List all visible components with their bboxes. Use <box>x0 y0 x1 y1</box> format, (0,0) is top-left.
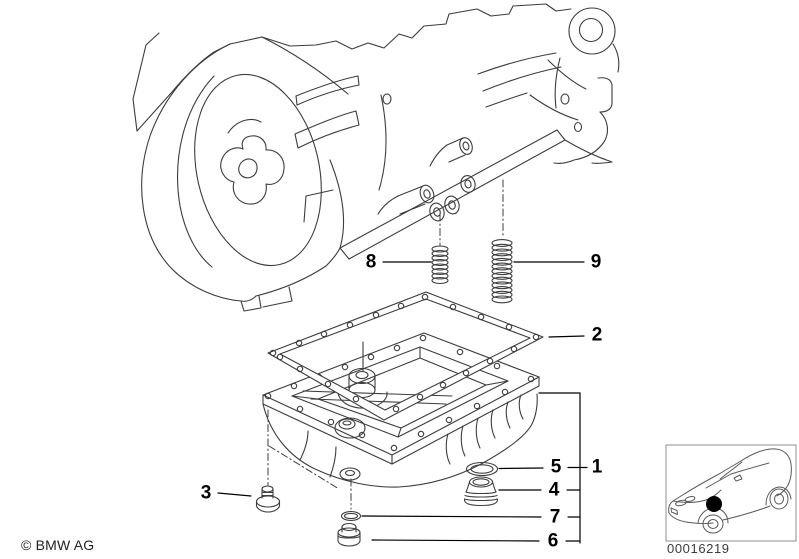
gasket-inner-edge <box>279 298 531 411</box>
callout-2[interactable]: 2 <box>591 324 603 346</box>
callout-3[interactable]: 3 <box>200 482 212 504</box>
converter-face <box>194 73 322 267</box>
spring-9-illustration <box>491 239 513 304</box>
copyright-text: © BMW AG <box>21 537 95 553</box>
callout-8[interactable]: 8 <box>365 251 377 273</box>
leader-7 <box>361 515 542 518</box>
leader-6 <box>371 539 540 542</box>
leader-5 <box>498 467 544 470</box>
axis-lines <box>267 179 504 510</box>
converter-hub <box>220 135 285 205</box>
gasket-bolt-holes <box>269 293 540 413</box>
oil-pan-bolt-holes <box>264 334 535 452</box>
o-ring-5-illustration <box>465 461 499 477</box>
callout-1[interactable]: 1 <box>591 456 603 478</box>
oil-pan-illustration <box>262 332 540 488</box>
bolt-3-illustration <box>255 485 281 513</box>
leader-lines <box>217 261 588 544</box>
callout-5[interactable]: 5 <box>550 456 562 478</box>
spring-8-illustration <box>431 245 449 285</box>
plug-6-illustration <box>337 522 361 547</box>
car-inset <box>665 444 797 542</box>
bracket-1 <box>538 392 581 544</box>
image-code: 00016219 <box>667 541 730 556</box>
callout-9[interactable]: 9 <box>590 251 602 273</box>
car-location-dot <box>706 496 722 512</box>
oil-pan-body <box>262 393 538 488</box>
car-inset-border <box>665 444 797 542</box>
leader-2 <box>548 335 585 338</box>
plug-4-illustration <box>463 476 499 507</box>
leader-3 <box>217 492 252 497</box>
transmission-illustration <box>132 3 620 312</box>
lifting-eye-icon <box>568 7 616 55</box>
callout-6[interactable]: 6 <box>547 530 559 552</box>
housing-sump-flange <box>339 129 558 249</box>
o-ring-7-illustration <box>340 510 362 522</box>
car-thumbnail <box>668 448 792 534</box>
callout-4[interactable]: 4 <box>548 479 560 501</box>
housing-top-edge <box>229 3 572 50</box>
drain-boss <box>339 467 361 481</box>
callout-7[interactable]: 7 <box>549 506 561 528</box>
gasket-illustration <box>267 291 544 421</box>
gasket-outer-edge <box>267 291 544 421</box>
bell-housing-outline <box>141 43 257 302</box>
